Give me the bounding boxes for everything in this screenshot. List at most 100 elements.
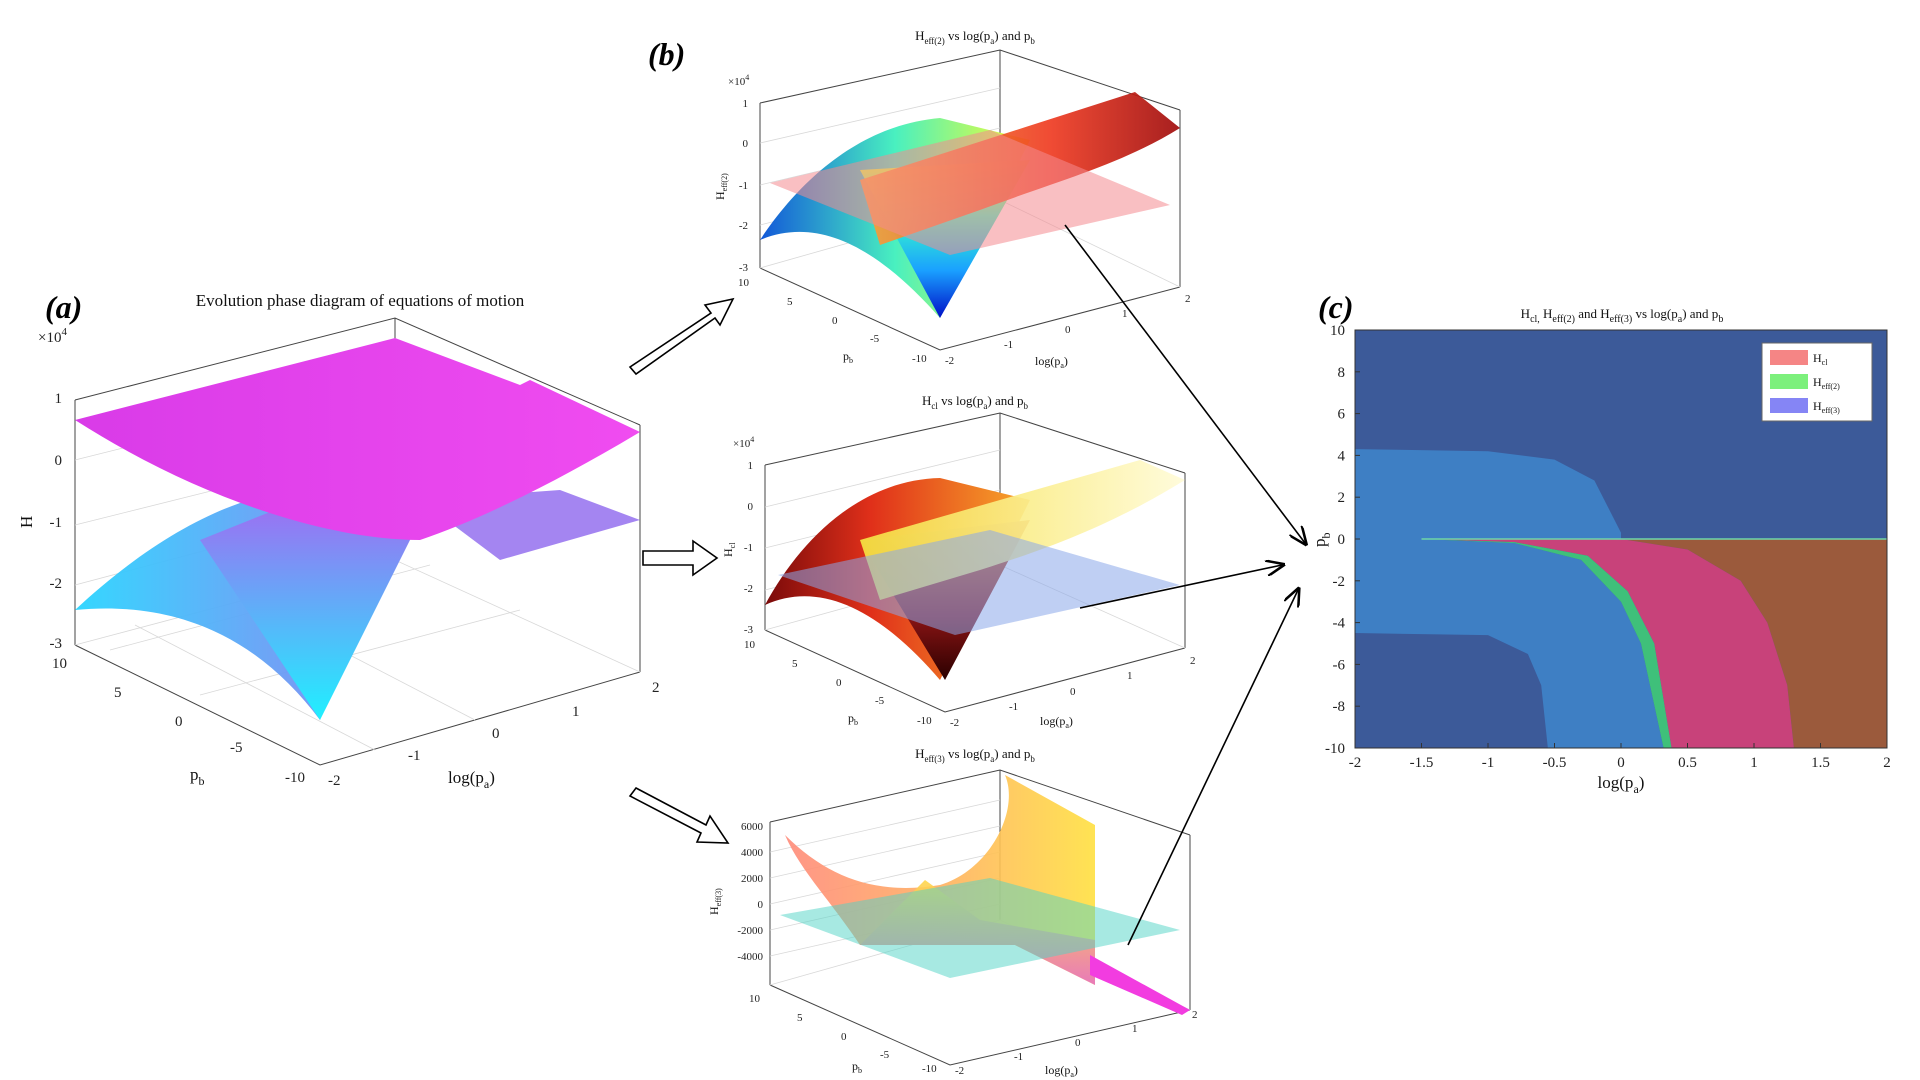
thin-arrows bbox=[1064, 224, 1305, 946]
pa-tick: 2 bbox=[1192, 1009, 1198, 1021]
pa-tick: 0 bbox=[1065, 324, 1071, 336]
panel-b2-z-ticks: 1 0 -1 -2 -3 Hcl bbox=[721, 460, 754, 636]
z-tick: -2 bbox=[739, 220, 748, 232]
z-tick: -4000 bbox=[737, 951, 763, 963]
panel-a-title: Evolution phase diagram of equations of … bbox=[196, 291, 525, 310]
panel-b3-pa-ticks: -2 -1 0 1 2 log(pa) bbox=[955, 1009, 1198, 1079]
panel-a-pb-label: pb bbox=[190, 765, 205, 788]
pb-tick: 0 bbox=[832, 315, 838, 327]
z-tick: 0 bbox=[55, 453, 63, 469]
pa-tick: 0 bbox=[492, 726, 500, 742]
panel-a-multiplier: ×104 bbox=[38, 326, 67, 346]
y-tick-label: -6 bbox=[1333, 657, 1346, 673]
panel-b3-pa-label: log(pa) bbox=[1045, 1063, 1078, 1079]
heatmap-xlabel: log(pa) bbox=[1598, 773, 1645, 796]
pa-tick: -2 bbox=[328, 773, 341, 789]
pb-tick: -10 bbox=[922, 1063, 937, 1075]
z-tick: 0 bbox=[758, 899, 764, 911]
z-tick: -1 bbox=[744, 542, 753, 554]
region-lower-light bbox=[1355, 539, 1664, 748]
legend-swatch-heff3 bbox=[1770, 398, 1808, 413]
pa-tick: -1 bbox=[1014, 1051, 1023, 1063]
region-magenta bbox=[1421, 539, 1794, 748]
arrow-a-to-b3 bbox=[628, 786, 730, 844]
pa-tick: 2 bbox=[1185, 293, 1191, 305]
arrow-a-to-b2 bbox=[642, 539, 719, 577]
z-tick: 1 bbox=[743, 98, 749, 110]
pb-tick: -10 bbox=[285, 770, 305, 786]
y-tick-label: -8 bbox=[1333, 699, 1346, 715]
z-tick: 2000 bbox=[741, 873, 764, 885]
panel-b2-plane bbox=[778, 530, 1180, 635]
y-tick-label: 6 bbox=[1338, 407, 1346, 423]
x-tick-label: 1.5 bbox=[1811, 755, 1830, 771]
region-upper-light bbox=[1355, 449, 1621, 539]
pa-tick: 2 bbox=[1190, 655, 1196, 667]
z-tick: 6000 bbox=[741, 821, 764, 833]
z-tick: -1 bbox=[739, 180, 748, 192]
arrow-b1-to-c bbox=[1064, 224, 1305, 543]
panel-b3-title: Heff(3) vs log(pa) and pb bbox=[915, 746, 1035, 764]
heatmap-legend: Hcl Heff(2) Heff(3) bbox=[1761, 342, 1873, 422]
panel-a-upper-surface bbox=[75, 338, 640, 540]
pb-tick: 10 bbox=[738, 277, 750, 289]
panel-a-zlabel: H bbox=[17, 516, 36, 528]
panel-b3-pb-ticks: 10 5 0 -5 -10 pb bbox=[749, 993, 937, 1075]
panel-a-pb-ticks: 10 5 0 -5 -10 pb bbox=[52, 656, 305, 788]
pb-tick: -10 bbox=[917, 715, 932, 727]
pb-tick: -10 bbox=[912, 353, 927, 365]
legend-label-heff3: Heff(3) bbox=[1813, 399, 1840, 415]
hollow-arrows bbox=[628, 297, 735, 844]
pb-tick: 0 bbox=[175, 714, 183, 730]
panel-a-pa-label: log(pa) bbox=[448, 768, 495, 791]
x-tick-label: 0 bbox=[1617, 755, 1625, 771]
panel-label-b: (b) bbox=[648, 36, 685, 72]
pb-tick: -5 bbox=[230, 740, 243, 756]
z-tick: -3 bbox=[50, 636, 63, 652]
panel-label-a: (a) bbox=[45, 289, 82, 325]
pa-tick: -1 bbox=[1009, 701, 1018, 713]
panel-b1-plane bbox=[770, 130, 1170, 255]
panel-a-z-ticks: ×104 1 0 -1 -2 -3 H bbox=[17, 326, 67, 652]
arrow-b3-to-c bbox=[1127, 590, 1298, 946]
panel-c-title: Hcl, Heff(2) and Heff(3) vs log(pa) and … bbox=[1521, 306, 1724, 325]
panel-b2-multiplier: ×104 bbox=[733, 435, 754, 450]
pb-tick: 5 bbox=[787, 296, 793, 308]
panel-label-c: (c) bbox=[1318, 289, 1354, 325]
pa-tick: 1 bbox=[1127, 670, 1133, 682]
panel-b1-multiplier: ×104 bbox=[728, 73, 749, 88]
panel-b2: Hcl vs log(pa) and pb ×104 1 0 -1 -2 -3 … bbox=[721, 393, 1196, 730]
panel-b3-zlabel: Heff(3) bbox=[707, 888, 723, 915]
z-tick: -3 bbox=[739, 262, 749, 274]
pb-tick: 10 bbox=[744, 639, 756, 651]
panel-b3-magenta-strip bbox=[1090, 955, 1190, 1015]
z-tick: 0 bbox=[743, 138, 749, 150]
pa-tick: 1 bbox=[1132, 1023, 1138, 1035]
x-tick-label: -2 bbox=[1349, 755, 1362, 771]
panel-c: (c) Hcl, Heff(2) and Heff(3) vs log(pa) … bbox=[1310, 289, 1891, 796]
legend-swatch-heff2 bbox=[1770, 374, 1808, 389]
panel-b3-z-ticks: 6000 4000 2000 0 -2000 -4000 Heff(3) bbox=[707, 821, 764, 963]
z-tick: -3 bbox=[744, 624, 754, 636]
z-tick: 4000 bbox=[741, 847, 764, 859]
x-tick-label: -1.5 bbox=[1410, 755, 1434, 771]
panel-b1-z-ticks: 1 0 -1 -2 -3 Heff(2) bbox=[713, 98, 749, 274]
pa-tick: 1 bbox=[1122, 308, 1128, 320]
pb-tick: 10 bbox=[52, 656, 67, 672]
y-tick-label: 2 bbox=[1338, 490, 1346, 506]
arrow-a-to-b1 bbox=[628, 297, 735, 376]
pb-tick: -5 bbox=[870, 333, 880, 345]
pb-tick: 0 bbox=[841, 1031, 847, 1043]
pb-tick: 5 bbox=[114, 685, 122, 701]
pa-tick: -2 bbox=[945, 355, 954, 367]
panel-b3: Heff(3) vs log(pa) and pb 6000 4000 2000… bbox=[707, 746, 1198, 1079]
panel-b2-title: Hcl vs log(pa) and pb bbox=[922, 393, 1029, 411]
panel-b2-pb-ticks: 10 5 0 -5 -10 pb bbox=[744, 639, 932, 727]
y-tick-label: 4 bbox=[1338, 448, 1346, 464]
z-tick: -1 bbox=[50, 515, 63, 531]
panel-b1-title: Heff(2) vs log(pa) and pb bbox=[915, 28, 1035, 46]
region-brown bbox=[1621, 539, 1887, 748]
y-tick-label: 10 bbox=[1330, 323, 1345, 339]
panel-b1-pb-ticks: 10 5 0 -5 -10 pb bbox=[738, 277, 927, 365]
